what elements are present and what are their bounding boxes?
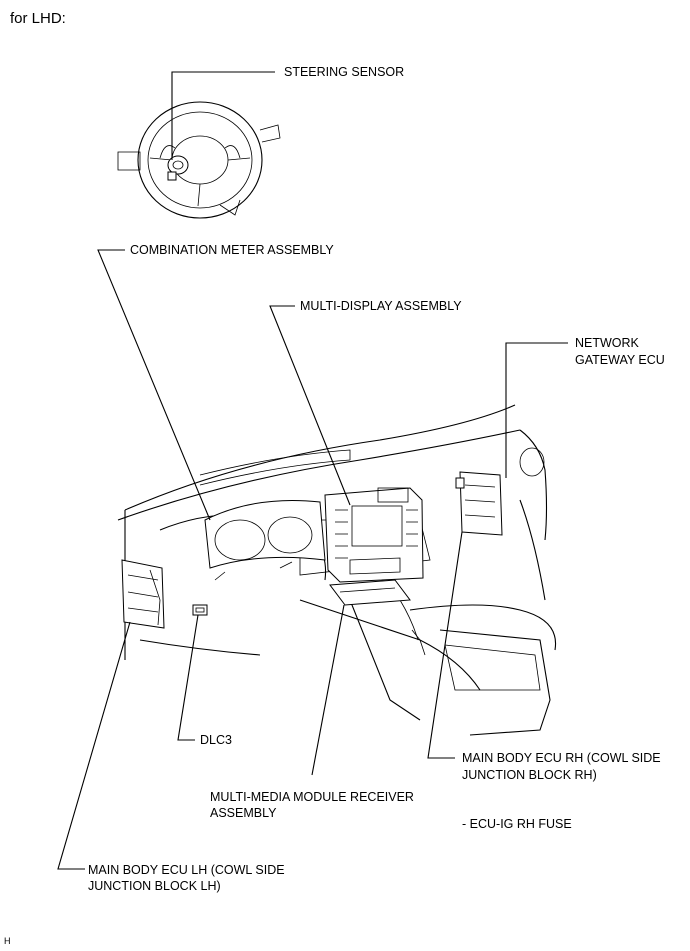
steering-sensor-part (167, 155, 189, 181)
main-body-ecu-lh-part (121, 559, 165, 629)
label-main-body-lh-line2: JUNCTION BLOCK LH) (88, 879, 221, 893)
label-multi-display: MULTI-DISPLAY ASSEMBLY (300, 299, 462, 313)
label-combination-meter: COMBINATION METER ASSEMBLY (130, 243, 334, 257)
label-multi-media-line1: MULTI-MEDIA MODULE RECEIVER (210, 790, 414, 804)
label-steering-sensor: STEERING SENSOR (284, 65, 405, 79)
dlc3-part (192, 604, 208, 616)
label-main-body-rh-line2: JUNCTION BLOCK RH) (462, 768, 597, 782)
combination-meter-part (204, 500, 326, 581)
multi-display-part (324, 487, 424, 583)
multi-media-receiver-part (329, 579, 411, 606)
label-network-gateway-line2: GATEWAY ECU (575, 353, 665, 367)
label-main-body-lh-line1: MAIN BODY ECU LH (COWL SIDE (88, 863, 285, 877)
network-gateway-ecu-part (455, 471, 503, 536)
label-ecu-ig-fuse: - ECU-IG RH FUSE (462, 817, 572, 831)
figure-code: H (4, 936, 11, 946)
steering-wheel-illustration (117, 101, 281, 219)
label-network-gateway-line1: NETWORK (575, 336, 639, 350)
page-title: for LHD: (10, 10, 66, 27)
label-multi-media-line2: ASSEMBLY (210, 806, 277, 820)
leader-lines (57, 71, 568, 870)
label-dlc3: DLC3 (200, 733, 232, 747)
label-main-body-rh-line1: MAIN BODY ECU RH (COWL SIDE (462, 751, 661, 765)
